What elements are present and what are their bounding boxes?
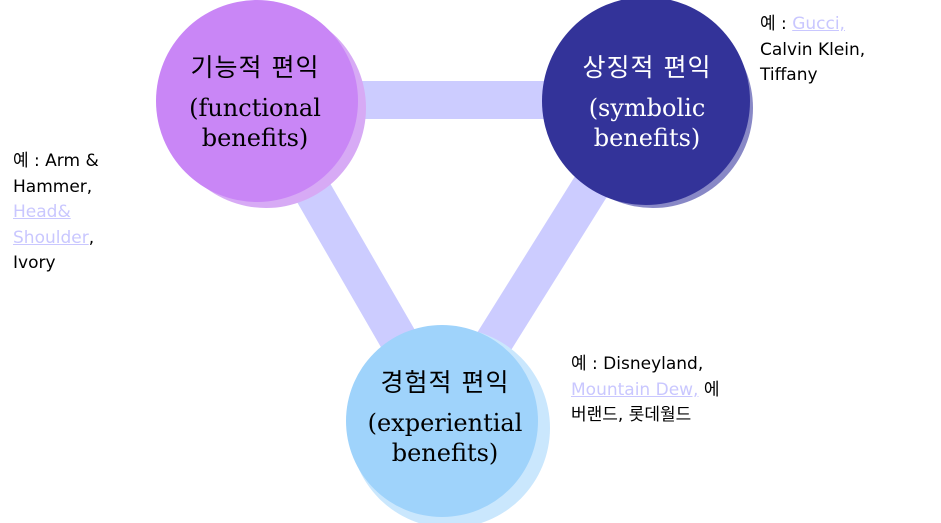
- symbolic-benefits-circle: [542, 0, 750, 205]
- experiential-example-suffix: 에: [698, 379, 720, 400]
- symbolic-benefits-subtitle-line1: (symbolic: [588, 94, 706, 123]
- head-shoulder-link-line1[interactable]: Head&: [13, 202, 71, 222]
- experiential-example-line1: 예 : Disneyland,: [571, 354, 704, 374]
- mountain-dew-link[interactable]: Mountain Dew,: [571, 379, 699, 400]
- head-shoulder-link-line2[interactable]: Shoulder: [13, 227, 89, 248]
- functional-example-line2: Hammer,: [13, 176, 93, 197]
- symbolic-benefits-text: 상징적 편익 (symbolic benefits): [542, 52, 752, 153]
- experiential-benefits-title: 경험적 편익: [380, 368, 510, 397]
- functional-benefits-title: 기능적 편익: [190, 53, 320, 82]
- functional-example-line1: 예 : Arm &: [13, 151, 99, 171]
- experiential-benefits-circle: [346, 325, 538, 517]
- experiential-examples: 예 : Disneyland, Mountain Dew, 에 버랜드, 롯데월…: [571, 352, 720, 429]
- functional-examples: 예 : Arm & Hammer, Head& Shoulder, Ivory: [13, 149, 99, 277]
- functional-benefits-text: 기능적 편익 (functional benefits): [150, 52, 360, 153]
- symbolic-examples: 예 : Gucci, Calvin Klein, Tiffany: [760, 12, 865, 89]
- gucci-link[interactable]: Gucci,: [792, 14, 845, 34]
- functional-benefits-subtitle-line1: (functional: [189, 94, 321, 123]
- symbolic-benefits-subtitle-line2: benefits): [593, 124, 701, 153]
- experiential-benefits-text: 경험적 편익 (experiential benefits): [340, 367, 550, 468]
- experiential-benefits-subtitle-line2: benefits): [391, 439, 499, 468]
- experiential-benefits-subtitle-line1: (experiential: [367, 409, 523, 438]
- symbolic-example-prefix: 예 :: [760, 14, 793, 34]
- functional-example-comma: ,: [88, 227, 95, 248]
- symbolic-example-line2: Calvin Klein,: [760, 39, 866, 60]
- symbolic-example-line3: Tiffany: [760, 65, 818, 85]
- symbolic-benefits-title: 상징적 편익: [582, 53, 712, 82]
- functional-benefits-circle: [156, 0, 358, 202]
- experiential-example-line3: 버랜드, 롯데월드: [571, 405, 692, 425]
- functional-benefits-subtitle-line2: benefits): [201, 124, 309, 153]
- functional-example-line5: Ivory: [13, 253, 56, 273]
